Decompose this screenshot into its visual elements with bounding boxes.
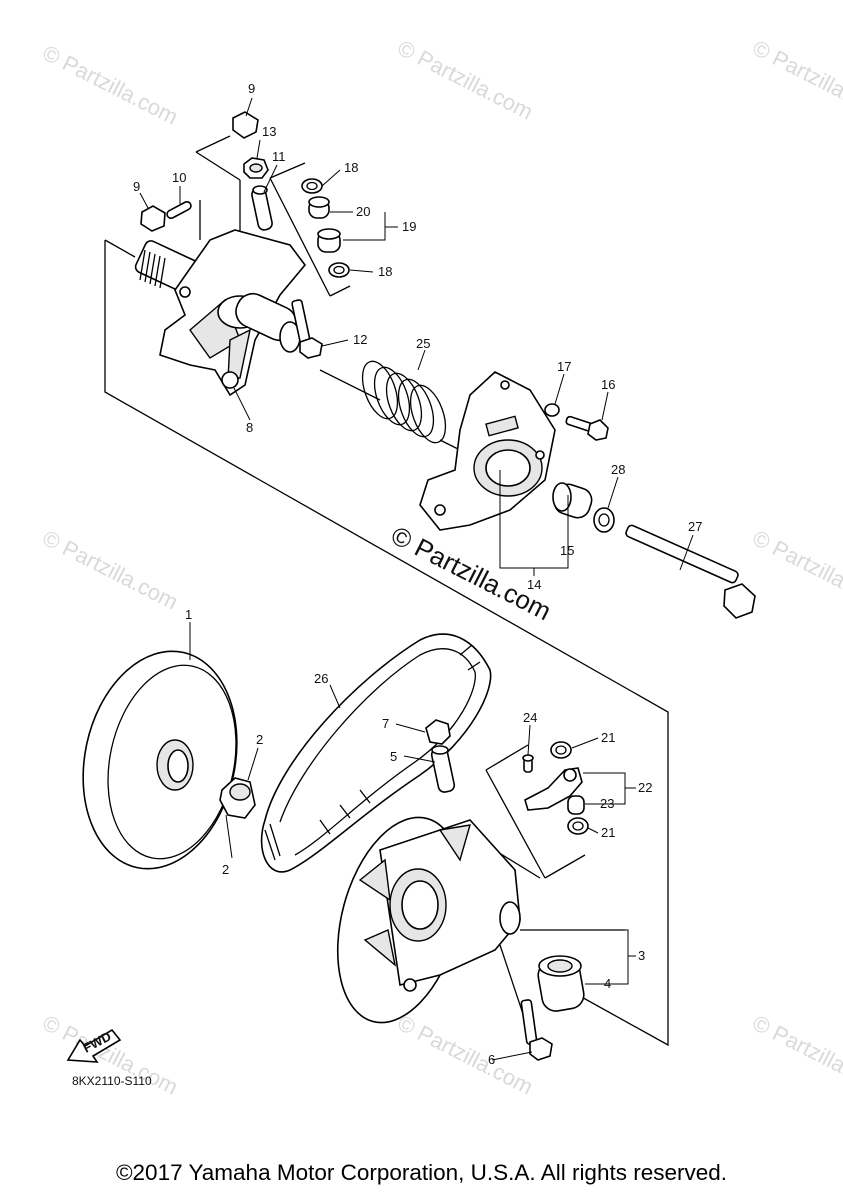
part-15-bushing — [552, 482, 593, 519]
copyright-footer: ©2017 Yamaha Motor Corporation, U.S.A. A… — [115, 1160, 728, 1185]
part-26-drive-belt — [260, 633, 492, 873]
callout-12: 12 — [353, 332, 367, 347]
part-13-nut — [243, 157, 269, 179]
part-14-spring-cover — [419, 371, 556, 531]
callout-8: 8 — [246, 420, 253, 435]
callout-11: 11 — [272, 149, 286, 164]
callout-14: 14 — [527, 577, 541, 592]
part-6-bolt — [520, 999, 553, 1061]
callout-21: 21 — [601, 730, 615, 745]
part-24-pin — [522, 754, 534, 773]
part-11-collar — [251, 185, 273, 231]
part-27-long-bolt — [625, 524, 756, 619]
leader-lines — [139, 97, 694, 1061]
callout-24: 24 — [523, 710, 537, 725]
callout-26: 26 — [314, 671, 328, 686]
part-23-roller — [567, 795, 585, 815]
callout-3: 3 — [638, 948, 645, 963]
callout-10: 10 — [172, 170, 186, 185]
callout-19: 19 — [402, 219, 416, 234]
part-17-washer — [544, 403, 560, 417]
callout-6: 6 — [488, 1052, 495, 1067]
callout-17: 17 — [557, 359, 571, 374]
part-20-bushing-lower — [317, 228, 341, 253]
callout-2: 2 — [222, 862, 229, 877]
part-3-movable-sheave — [336, 816, 521, 1024]
callout-20: 20 — [356, 204, 370, 219]
callout-27: 27 — [688, 519, 702, 534]
hub-threads — [139, 249, 166, 289]
part-8-spider-hub — [134, 229, 307, 397]
part-22-weight-arm — [524, 767, 583, 811]
part-18-washer-lower — [328, 262, 350, 278]
callout-16: 16 — [601, 377, 615, 392]
callout-25: 25 — [416, 336, 430, 351]
callout-2: 2 — [256, 732, 263, 747]
callout-18: 18 — [378, 264, 392, 279]
callout-23: 23 — [600, 796, 614, 811]
part-7-nut — [425, 719, 451, 745]
diagram-code: 8KX2110-S110 — [72, 1074, 152, 1088]
callout-22: 22 — [638, 780, 652, 795]
callout-15: 15 — [560, 543, 574, 558]
callout-5: 5 — [390, 749, 397, 764]
callout-28: 28 — [611, 462, 625, 477]
part-25-spring — [361, 360, 447, 444]
callout-18: 18 — [344, 160, 358, 175]
part-10-pin — [166, 200, 192, 220]
part-2-bushing — [219, 777, 256, 819]
callout-1: 1 — [185, 607, 192, 622]
part-4-bushing — [537, 955, 585, 1012]
assembly-bracket-lines — [104, 135, 669, 1047]
callout-13: 13 — [262, 124, 276, 139]
part-5-collar — [430, 745, 456, 793]
part-20-bushing-upper — [308, 196, 330, 219]
part-28-washer — [593, 507, 615, 533]
part-1-fixed-sheave — [82, 650, 238, 870]
callout-4: 4 — [604, 976, 611, 991]
fwd-arrow-icon: FWD — [66, 1029, 122, 1063]
callout-7: 7 — [382, 716, 389, 731]
callout-labels: 9 13 11 9 10 18 20 19 18 12 8 25 17 16 2… — [133, 81, 702, 1067]
callout-21: 21 — [601, 825, 615, 840]
part-12-bolt — [291, 299, 323, 359]
part-21-washer-lower — [567, 817, 589, 835]
part-18-washer-upper — [301, 178, 323, 194]
callout-9: 9 — [248, 81, 255, 96]
part-9-slider-block — [140, 111, 259, 232]
belt-cogs — [264, 644, 481, 861]
part-21-washer-upper — [550, 741, 572, 759]
callout-9: 9 — [133, 179, 140, 194]
part-16-bolt — [565, 415, 609, 441]
